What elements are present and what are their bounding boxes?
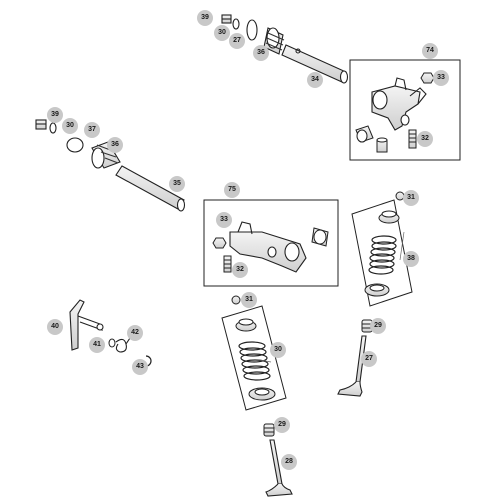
callout-40: 40 <box>47 319 63 335</box>
rocker-assembly-box-74 <box>349 59 461 161</box>
callout-30: 30 <box>214 25 230 41</box>
bushing-part <box>263 27 285 55</box>
callout-41: 41 <box>89 337 105 353</box>
callout-75: 75 <box>224 182 240 198</box>
roller-part <box>355 125 374 143</box>
decompressor-parts <box>69 299 152 367</box>
left-shaft-assembly <box>35 119 186 212</box>
roller-part <box>311 227 329 247</box>
shaft-part <box>115 165 186 212</box>
callout-42: 42 <box>127 325 143 341</box>
callout-31: 31 <box>241 292 257 308</box>
adjuster-screw-part <box>408 129 417 149</box>
valve-left <box>263 423 293 497</box>
callout-29: 29 <box>370 318 386 334</box>
callout-37: 37 <box>84 122 100 138</box>
retainer-part <box>378 210 400 224</box>
spring-seat-part <box>364 283 390 297</box>
rocker-assembly-box-75 <box>203 199 339 287</box>
callout-32: 32 <box>417 131 433 147</box>
o-ring-part <box>66 137 84 153</box>
bushing-part <box>91 141 121 169</box>
spring-part <box>115 337 131 353</box>
callout-31: 31 <box>403 190 419 206</box>
callout-74: 74 <box>422 43 438 59</box>
callout-35: 35 <box>169 176 185 192</box>
callout-29: 29 <box>274 417 290 433</box>
callout-36: 36 <box>253 45 269 61</box>
valve-spring-stack-right <box>351 191 413 307</box>
callout-32: 32 <box>232 262 248 278</box>
nut-part <box>420 72 435 84</box>
callout-30: 30 <box>270 342 286 358</box>
callout-34: 34 <box>307 72 323 88</box>
callout-38: 38 <box>403 251 419 267</box>
keeper-part <box>231 295 241 305</box>
leader-lines <box>259 231 405 363</box>
valve-stem-part <box>337 335 367 397</box>
callout-43: 43 <box>132 359 148 375</box>
bolt-part <box>35 119 47 130</box>
decompressor-lever-part <box>69 299 104 351</box>
washer-part <box>232 18 240 30</box>
valve-spring-part <box>238 341 271 381</box>
callout-28: 28 <box>281 454 297 470</box>
adjuster-screw-part <box>223 255 232 273</box>
rocker-arm-part <box>229 221 307 273</box>
callout-33: 33 <box>433 70 449 86</box>
shaft-part <box>281 44 349 84</box>
retainer-part <box>235 318 257 332</box>
callout-39: 39 <box>197 10 213 26</box>
callout-36: 36 <box>107 137 123 153</box>
valve-spring-stack-left <box>221 295 287 411</box>
bolt-part <box>221 14 232 24</box>
valve-spring-part <box>368 235 397 275</box>
nut-part <box>212 237 227 249</box>
o-ring-part <box>246 19 258 41</box>
callout-39: 39 <box>47 107 63 123</box>
callout-30: 30 <box>62 118 78 134</box>
upper-shaft-assembly <box>221 14 349 84</box>
callout-33: 33 <box>216 212 232 228</box>
callout-27: 27 <box>229 33 245 49</box>
callout-27: 27 <box>361 351 377 367</box>
valve-seal-part <box>263 423 275 437</box>
rocker-arm-part <box>371 77 427 131</box>
valve-stem-part <box>265 439 293 497</box>
washer-part <box>49 122 57 134</box>
spring-seat-part <box>248 387 276 401</box>
pin-part <box>376 137 388 153</box>
washer-part <box>108 338 116 348</box>
